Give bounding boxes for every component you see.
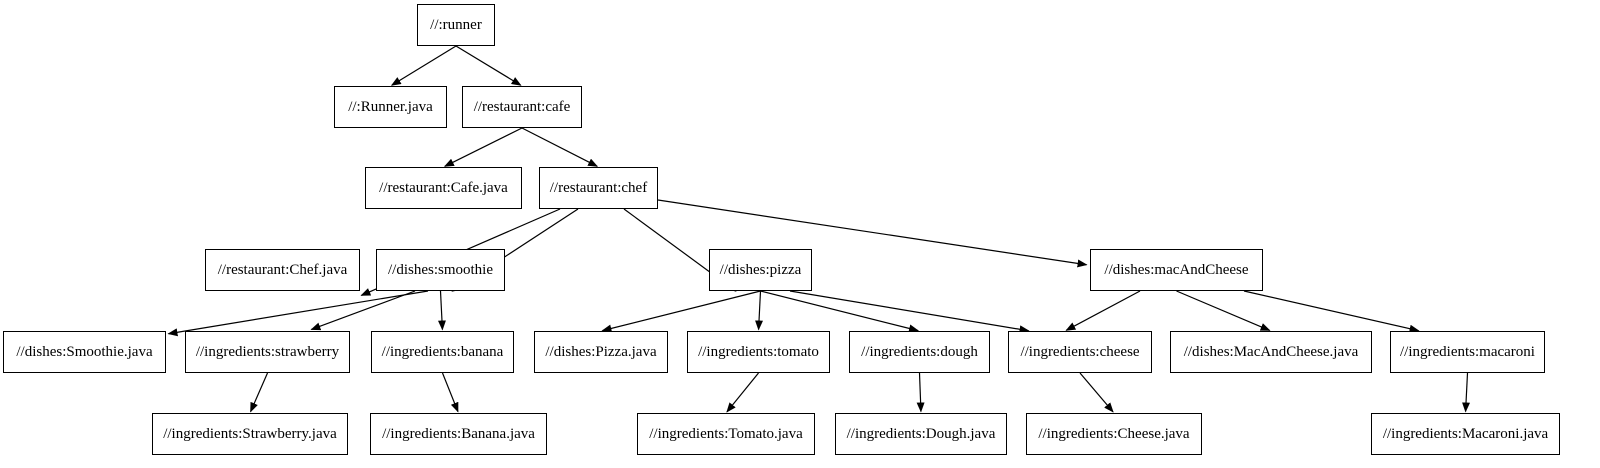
graph-node-banana_java[interactable]: //ingredients:Banana.java bbox=[370, 413, 547, 455]
graph-node-dishes_pizza[interactable]: //dishes:pizza bbox=[709, 249, 812, 291]
graph-edge-dishes_pizza-to-pizza_java bbox=[601, 290, 761, 333]
graph-edge-banana-to-banana_java bbox=[441, 372, 459, 413]
graph-node-label: //ingredients:Macaroni.java bbox=[1382, 425, 1549, 442]
graph-node-dough[interactable]: //ingredients:dough bbox=[849, 331, 990, 373]
graph-edge-runner-to-restaurant_cafe bbox=[455, 45, 522, 86]
graph-node-dough_java[interactable]: //ingredients:Dough.java bbox=[835, 413, 1007, 455]
graph-edge-dishes_smoothie-to-strawberry bbox=[310, 290, 416, 331]
graph-node-dishes_mac[interactable]: //dishes:macAndCheese bbox=[1090, 249, 1263, 291]
graph-node-dishes_smoothie[interactable]: //dishes:smoothie bbox=[376, 249, 505, 291]
graph-edge-restaurant_cafe-to-cafe_java bbox=[443, 127, 523, 167]
graph-node-restaurant_chef[interactable]: //restaurant:chef bbox=[539, 167, 658, 209]
graph-node-label: //ingredients:Banana.java bbox=[382, 425, 535, 442]
graph-node-label: //:Runner.java bbox=[348, 98, 433, 115]
graph-edge-dishes_mac-to-mac_java bbox=[1176, 290, 1271, 331]
graph-node-label: //dishes:Pizza.java bbox=[545, 343, 657, 360]
graph-edge-macaroni-to-macaroni_java bbox=[1462, 372, 1471, 413]
graph-edge-dishes_pizza-to-dough bbox=[760, 290, 920, 333]
graph-node-label: //restaurant:Cafe.java bbox=[379, 179, 508, 196]
graph-edge-dishes_smoothie-to-banana bbox=[437, 290, 446, 331]
graph-edge-dishes_smoothie-to-smoothie_java bbox=[167, 290, 429, 337]
graph-node-label: //ingredients:banana bbox=[381, 343, 504, 360]
graph-edge-restaurant_cafe-to-restaurant_chef bbox=[521, 127, 599, 167]
graph-node-label: //ingredients:dough bbox=[861, 343, 978, 360]
graph-node-label: //restaurant:chef bbox=[549, 179, 648, 196]
graph-node-strawberry_java[interactable]: //ingredients:Strawberry.java bbox=[152, 413, 348, 455]
graph-node-label: //restaurant:Chef.java bbox=[217, 261, 348, 278]
graph-node-cheese[interactable]: //ingredients:cheese bbox=[1008, 331, 1152, 373]
graph-edge-dough-to-dough_java bbox=[916, 372, 925, 413]
graph-node-cheese_java[interactable]: //ingredients:Cheese.java bbox=[1026, 413, 1202, 455]
graph-node-strawberry[interactable]: //ingredients:strawberry bbox=[185, 331, 350, 373]
graph-node-label: //ingredients:strawberry bbox=[195, 343, 340, 360]
graph-node-macaroni[interactable]: //ingredients:macaroni bbox=[1390, 331, 1545, 373]
graph-node-label: //ingredients:tomato bbox=[698, 343, 819, 360]
graph-node-tomato_java[interactable]: //ingredients:Tomato.java bbox=[637, 413, 815, 455]
graph-node-label: //ingredients:Strawberry.java bbox=[163, 425, 337, 442]
graph-node-cafe_java[interactable]: //restaurant:Cafe.java bbox=[365, 167, 522, 209]
graph-node-label: //dishes:macAndCheese bbox=[1104, 261, 1249, 278]
graph-node-pizza_java[interactable]: //dishes:Pizza.java bbox=[534, 331, 668, 373]
graph-edge-dishes_pizza-to-tomato bbox=[755, 290, 764, 331]
graph-node-label: //dishes:smoothie bbox=[388, 261, 493, 278]
graph-node-label: //ingredients:Tomato.java bbox=[649, 425, 803, 442]
graph-node-label: //ingredients:Cheese.java bbox=[1038, 425, 1190, 442]
graph-node-label: //restaurant:cafe bbox=[473, 98, 571, 115]
graph-node-label: //ingredients:cheese bbox=[1020, 343, 1140, 360]
graph-edge-tomato-to-tomato_java bbox=[726, 372, 759, 413]
graph-node-runner_java[interactable]: //:Runner.java bbox=[334, 86, 447, 128]
graph-node-chef_java[interactable]: //restaurant:Chef.java bbox=[205, 249, 360, 291]
graph-node-label: //dishes:Smoothie.java bbox=[16, 343, 153, 360]
graph-node-label: //dishes:pizza bbox=[719, 261, 802, 278]
graph-edge-dishes_pizza-to-cheese bbox=[789, 290, 1030, 334]
graph-edge-runner-to-runner_java bbox=[390, 45, 457, 86]
graph-edge-dishes_mac-to-cheese bbox=[1065, 290, 1141, 331]
graph-node-label: //ingredients:macaroni bbox=[1400, 343, 1535, 360]
graph-node-macaroni_java[interactable]: //ingredients:Macaroni.java bbox=[1371, 413, 1560, 455]
graph-node-label: //dishes:MacAndCheese.java bbox=[1183, 343, 1359, 360]
graph-edge-cheese-to-cheese_java bbox=[1079, 372, 1114, 413]
graph-node-label: //:runner bbox=[430, 16, 482, 33]
graph-node-banana[interactable]: //ingredients:banana bbox=[371, 331, 514, 373]
graph-edge-dishes_mac-to-macaroni bbox=[1243, 290, 1420, 333]
graph-edge-strawberry-to-strawberry_java bbox=[250, 372, 269, 413]
graph-node-runner[interactable]: //:runner bbox=[417, 4, 495, 46]
graph-node-smoothie_java[interactable]: //dishes:Smoothie.java bbox=[3, 331, 166, 373]
graph-node-restaurant_cafe[interactable]: //restaurant:cafe bbox=[462, 86, 582, 128]
graph-node-label: //ingredients:Dough.java bbox=[846, 425, 996, 442]
graph-node-mac_java[interactable]: //dishes:MacAndCheese.java bbox=[1170, 331, 1372, 373]
graph-node-tomato[interactable]: //ingredients:tomato bbox=[687, 331, 830, 373]
